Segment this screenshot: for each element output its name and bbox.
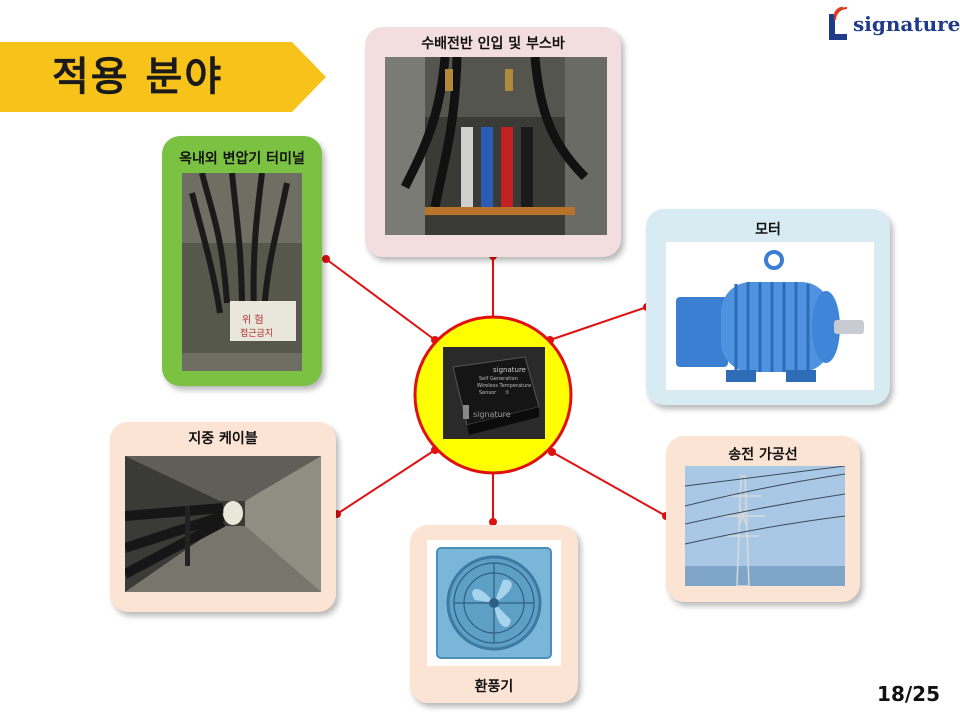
brand-logo-text: signature — [853, 12, 960, 36]
card-ventilator: 환풍기 — [410, 525, 578, 703]
switchgear-busbar-image — [385, 57, 607, 235]
wireless-L-logo-icon — [829, 6, 848, 40]
card-switchgear: 수배전반 인입 및 부스바 — [365, 27, 621, 257]
svg-text:접근금지: 접근금지 — [240, 327, 273, 339]
ventilation-fan-image — [427, 540, 561, 666]
motor-image — [666, 242, 874, 390]
underground-cable-tunnel-image — [125, 456, 321, 592]
page-title: 적용 분야 — [52, 54, 224, 100]
card-label-switchgear: 수배전반 인입 및 부스바 — [421, 36, 565, 52]
card-label-ventilator: 환풍기 — [474, 679, 514, 695]
sensor-line-1: Self Generation — [479, 376, 518, 382]
transformer-terminal-image: 위 험 접근금지 — [182, 173, 302, 371]
sensor-brand-text: signature — [493, 366, 526, 374]
card-label-motor: 모터 — [755, 222, 781, 238]
transmission-tower-image — [685, 466, 845, 586]
svg-text:위 험: 위 험 — [242, 313, 264, 326]
card-transmission-line: 송전 가공선 — [666, 436, 860, 602]
sensor-line-2: Wireless Temperature — [477, 383, 531, 389]
sensor-line-4: ① — [505, 390, 510, 396]
page-number: 18/25 — [877, 682, 940, 706]
card-motor: 모터 — [646, 209, 890, 405]
card-label-underground-cable: 지중 케이블 — [188, 431, 258, 447]
card-underground-cable: 지중 케이블 — [110, 422, 336, 612]
card-label-transmission-line: 송전 가공선 — [728, 447, 798, 463]
wireless-sensor-image: signature Self Generation Wireless Tempe… — [443, 347, 545, 439]
card-label-transformer: 옥내외 변압기 터미널 — [179, 151, 305, 167]
card-transformer: 옥내외 변압기 터미널 위 험 접근금지 — [162, 136, 322, 386]
sensor-line-3: Sensor — [479, 390, 497, 396]
sensor-brand-text-2: signature — [473, 410, 511, 419]
title-banner — [0, 42, 326, 112]
